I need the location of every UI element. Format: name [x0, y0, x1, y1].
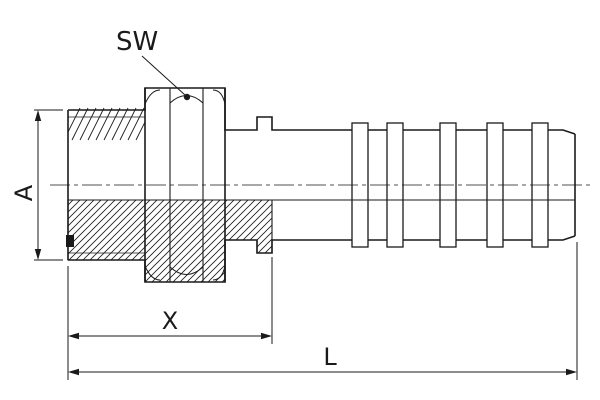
- label-sw: SW: [116, 27, 158, 57]
- arrowhead: [34, 110, 42, 121]
- leader-dot: [183, 93, 191, 101]
- hex-chamfer-arc: [212, 265, 226, 281]
- hex-chamfer-arc: [212, 89, 226, 105]
- label-l: L: [323, 343, 337, 371]
- label-a: A: [10, 184, 38, 201]
- thread-line: [87, 107, 105, 141]
- dimension-l: [68, 242, 578, 380]
- thread-line: [135, 120, 145, 141]
- hex-chamfer-arc: [144, 89, 161, 105]
- seal-ring-detail: [66, 235, 74, 247]
- thread-line: [103, 107, 121, 141]
- arrowhead: [68, 368, 79, 376]
- thread-line: [127, 107, 145, 141]
- dimension-a: [34, 109, 63, 261]
- dimension-x: [67, 257, 273, 380]
- thread-line: [68, 107, 81, 134]
- arrowhead: [261, 332, 272, 340]
- hex-chamfer-arc: [169, 266, 204, 275]
- thread-line: [71, 107, 89, 141]
- label-x: X: [162, 307, 178, 335]
- arrowhead: [34, 249, 42, 260]
- thread-section: [68, 107, 145, 141]
- thread-line: [111, 107, 129, 141]
- thread-line: [79, 107, 97, 141]
- leader-line: [141, 55, 186, 96]
- thread-root-lines: [68, 116, 145, 254]
- thread-line: [119, 107, 137, 141]
- arrowhead: [566, 368, 577, 376]
- arrowhead: [68, 332, 79, 340]
- hex-chamfer-arc: [144, 265, 161, 281]
- sw-callout: [141, 55, 191, 101]
- thread-line: [95, 107, 113, 141]
